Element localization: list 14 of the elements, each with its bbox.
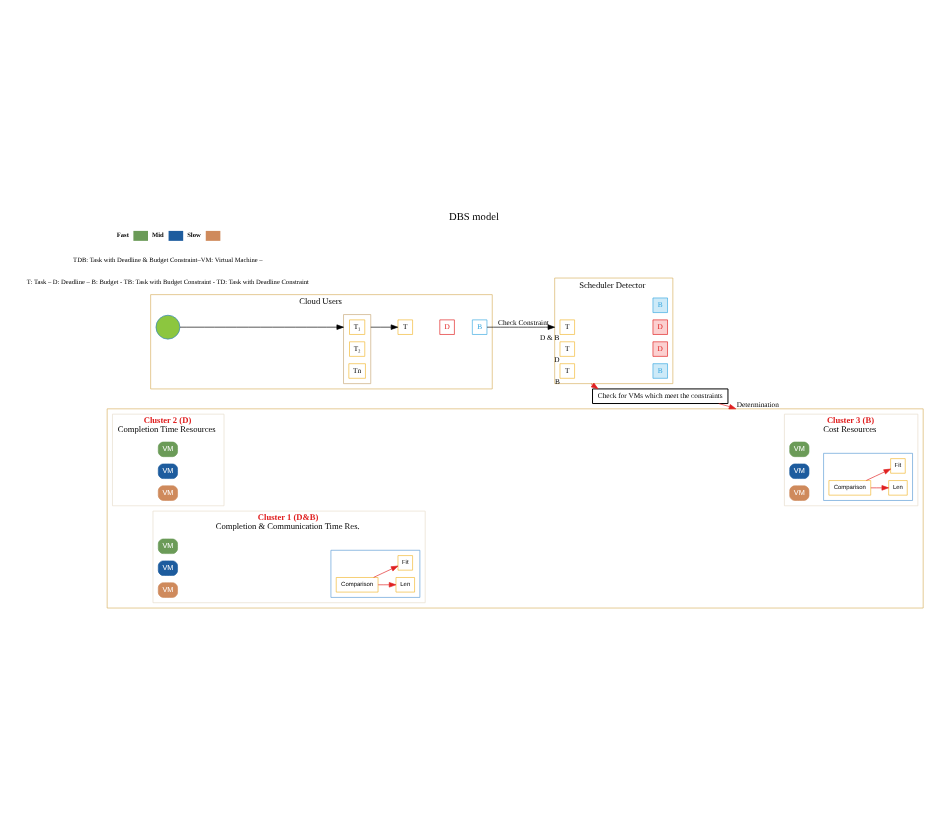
arrow bbox=[590, 381, 599, 389]
node-person bbox=[155, 313, 181, 339]
arrow bbox=[377, 581, 397, 587]
cluster bbox=[823, 452, 913, 500]
arrow bbox=[370, 323, 399, 329]
cluster bbox=[330, 548, 421, 597]
arrow bbox=[866, 467, 891, 480]
cluster bbox=[343, 313, 372, 383]
cluster bbox=[106, 407, 924, 608]
arrow bbox=[870, 484, 889, 490]
arrow bbox=[373, 564, 399, 577]
arrow bbox=[486, 323, 555, 329]
arrow bbox=[718, 402, 737, 409]
arrow bbox=[179, 323, 344, 329]
